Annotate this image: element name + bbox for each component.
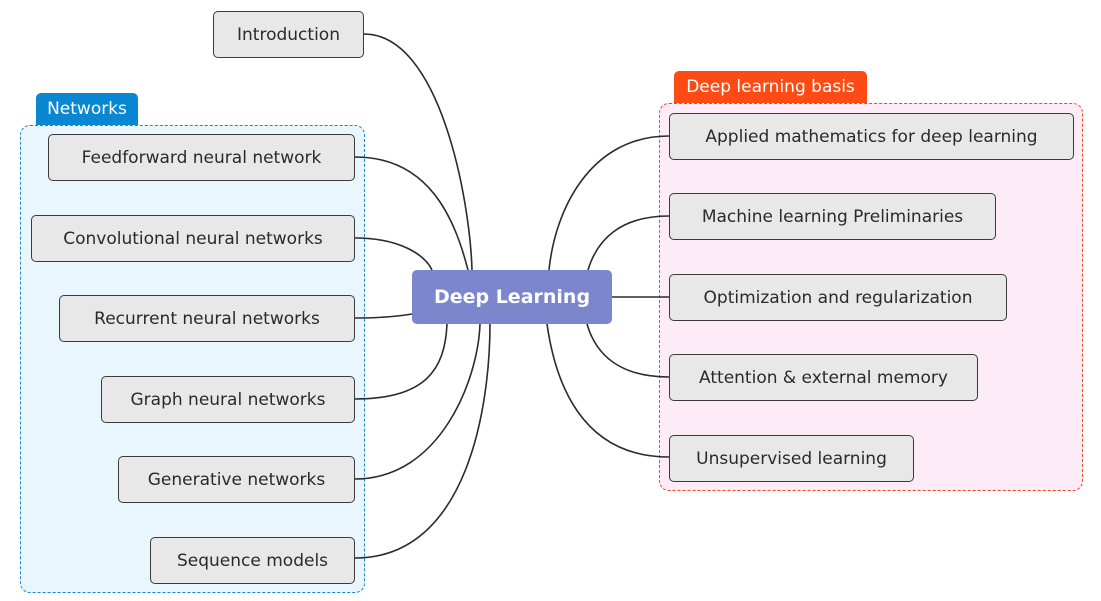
connector-feedforward (354, 156, 469, 271)
topic-generative-networks[interactable]: Generative networks (118, 456, 355, 503)
topic-introduction[interactable]: Introduction (213, 11, 364, 58)
connector-graph (354, 323, 448, 400)
topic-attention-external-memory[interactable]: Attention & external memory (669, 354, 978, 401)
topic-machine-learning-preliminaries[interactable]: Machine learning Preliminaries (669, 193, 996, 240)
topic-sequence-models[interactable]: Sequence models (150, 537, 355, 584)
central-topic-deep-learning[interactable]: Deep Learning (412, 270, 612, 324)
connector-convolutional (354, 237, 433, 271)
deep-learning-basis-group-title[interactable]: Deep learning basis (674, 71, 867, 103)
networks-group-title[interactable]: Networks (36, 93, 138, 125)
connector-attention (586, 323, 670, 378)
topic-recurrent-neural-networks[interactable]: Recurrent neural networks (59, 295, 355, 342)
networks-group (20, 125, 365, 593)
connector-ml-preliminaries (587, 215, 670, 271)
connector-unsupervised (546, 323, 670, 458)
topic-convolutional-neural-networks[interactable]: Convolutional neural networks (31, 215, 355, 262)
topic-graph-neural-networks[interactable]: Graph neural networks (101, 376, 355, 423)
connector-generative (354, 323, 481, 480)
connector-recurrent (354, 313, 413, 319)
topic-optimization-and-regularization[interactable]: Optimization and regularization (669, 274, 1007, 321)
connector-sequence (354, 323, 491, 559)
connector-applied-math (548, 135, 670, 271)
connector-introduction (363, 33, 473, 271)
topic-unsupervised-learning[interactable]: Unsupervised learning (669, 435, 914, 482)
topic-applied-mathematics[interactable]: Applied mathematics for deep learning (669, 113, 1074, 160)
topic-feedforward-neural-network[interactable]: Feedforward neural network (48, 134, 355, 181)
